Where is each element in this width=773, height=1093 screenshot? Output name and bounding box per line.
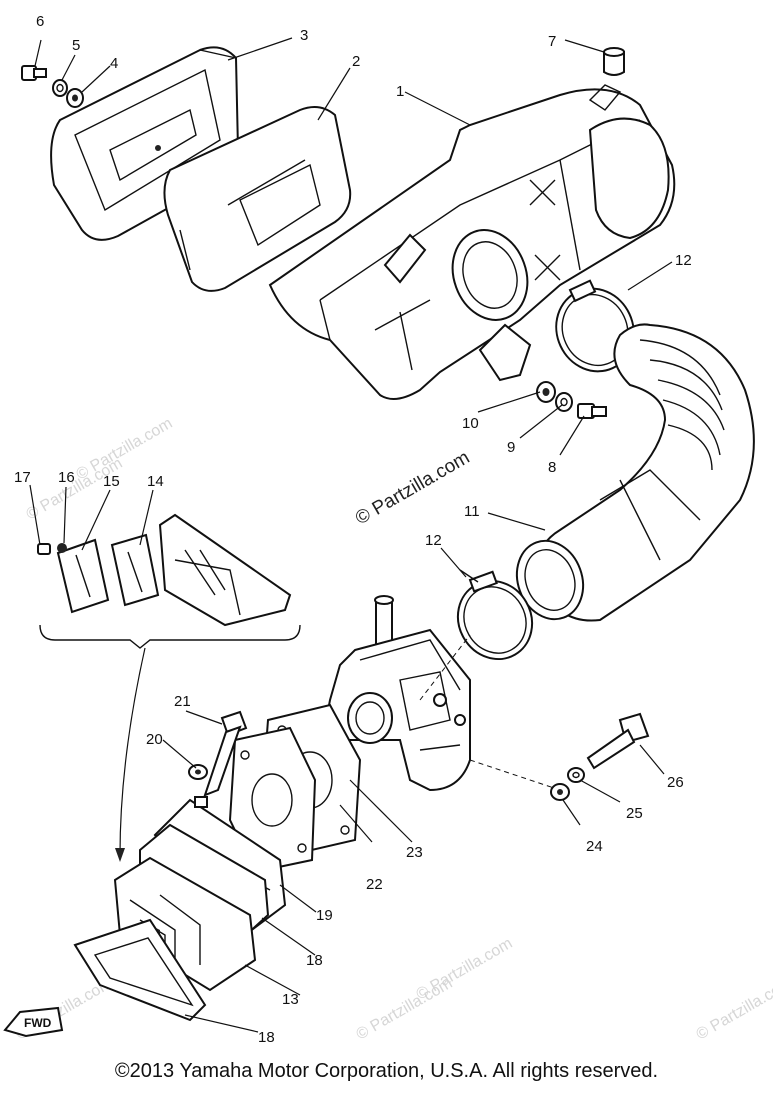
alignment-line-carb-to-clamp [419, 634, 471, 701]
intake-hose-11-part [515, 323, 755, 622]
callout-16: 16 [58, 469, 75, 486]
collar-7-part [603, 47, 625, 76]
copyright-notice: ©2013 Yamaha Motor Corporation, U.S.A. A… [114, 1060, 659, 1082]
callout-8: 8 [548, 459, 556, 476]
callout-19: 19 [316, 907, 333, 924]
reed-petal-15b-part [110, 533, 160, 607]
callout-26: 26 [667, 774, 684, 791]
callout-22: 22 [366, 876, 383, 893]
bolt-21-part [203, 710, 248, 797]
washer-5-part [52, 79, 68, 97]
washer-16-part [57, 543, 67, 553]
callout-3: 3 [300, 27, 308, 44]
washer-4-part [66, 88, 84, 108]
callout-24: 24 [586, 838, 603, 855]
callout-12-upper: 12 [675, 252, 692, 269]
callout-labels: 6 5 4 3 2 1 7 12 10 9 8 11 12 17 16 15 1… [14, 13, 692, 1046]
callout-6: 6 [36, 13, 44, 30]
washer-24-part [550, 783, 570, 801]
callout-5: 5 [72, 37, 80, 54]
callout-1: 1 [396, 83, 404, 100]
washer-25-part [567, 767, 585, 783]
bolt-8-part [577, 403, 607, 419]
callout-10: 10 [462, 415, 479, 432]
callout-2: 2 [352, 53, 360, 70]
callout-23: 23 [406, 844, 423, 861]
screw-17-part [37, 543, 51, 555]
callout-17: 17 [14, 469, 31, 486]
callout-9: 9 [507, 439, 515, 456]
svg-text:FWD: FWD [24, 1016, 52, 1030]
inset-bracket [39, 624, 301, 649]
washer-20-part [188, 764, 208, 780]
callout-4: 4 [110, 55, 118, 72]
svg-text:© Partzilla.com: © Partzilla.com [694, 975, 773, 1044]
gasket-18-lower-part [73, 918, 207, 1022]
air-cleaner-case-part [268, 84, 676, 400]
reed-petal-inset-group [39, 624, 301, 862]
inset-arrow [119, 647, 146, 856]
callout-25: 25 [626, 805, 643, 822]
callout-21: 21 [174, 693, 191, 710]
callout-18-upper: 18 [306, 952, 323, 969]
washer-10-part [536, 381, 556, 403]
callout-7: 7 [548, 33, 556, 50]
gasket-22-part [228, 726, 317, 874]
callout-15: 15 [103, 473, 120, 490]
callout-11: 11 [464, 503, 480, 520]
alignment-line-carb-to-washer [469, 759, 561, 791]
reed-petal-15a-part [56, 538, 110, 614]
fwd-direction-arrow: FWD [3, 1006, 64, 1038]
bolt-26-part [586, 712, 650, 770]
reed-block-14-part [158, 513, 292, 627]
hose-clamp-12-lower-part [456, 569, 534, 661]
callout-14: 14 [147, 473, 164, 490]
bolt-6-part [21, 65, 47, 81]
callout-18-lower: 18 [258, 1029, 275, 1046]
callout-leaders [29, 37, 673, 1033]
partzilla-watermark: © Partzilla.com [352, 447, 473, 529]
svg-text:© Partzilla.com: © Partzilla.com [414, 935, 516, 1004]
callout-13: 13 [282, 991, 299, 1008]
callout-12-lower: 12 [425, 532, 442, 549]
callout-20: 20 [146, 731, 163, 748]
